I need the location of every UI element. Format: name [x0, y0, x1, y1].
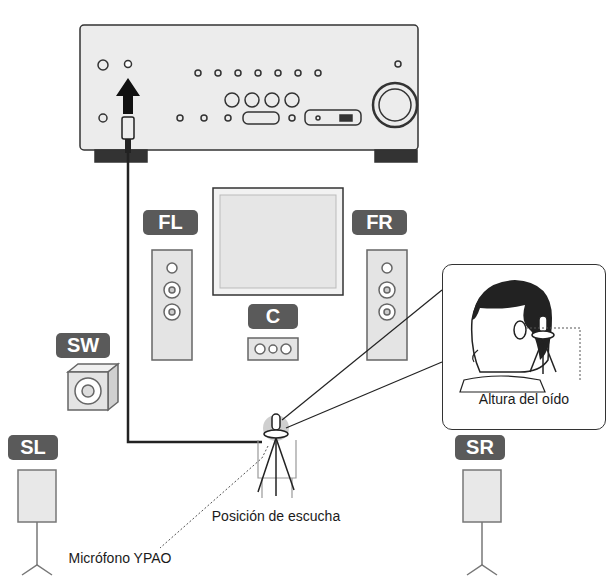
speaker-tag: SL: [8, 435, 58, 460]
surround-right-speaker: [463, 470, 501, 575]
speaker-tag: FR: [352, 210, 407, 235]
front-right-speaker: [367, 250, 407, 360]
speaker-label: C: [266, 305, 280, 328]
speaker-tag: SW: [56, 333, 110, 358]
mic-leader: [160, 446, 268, 548]
speaker-label: SR: [466, 436, 494, 459]
tv-screen: [213, 188, 343, 295]
callout-text: Altura del oído: [443, 391, 605, 407]
mic-plug: [122, 117, 134, 139]
mic-plug: [125, 139, 131, 153]
listener-head: [444, 266, 604, 428]
speaker-label: SL: [20, 436, 46, 459]
speaker-label: FR: [366, 211, 393, 234]
speaker-label: SW: [67, 334, 99, 357]
callout-leader: [282, 290, 442, 428]
center-speaker: [248, 338, 298, 360]
ear-height-leader: [526, 328, 580, 380]
listening-chair: [258, 440, 296, 498]
receiver-foot: [95, 150, 147, 162]
front-left-speaker: [152, 250, 192, 360]
mic-highlight: [263, 415, 289, 441]
button-row: [195, 61, 401, 76]
receiver-foot: [375, 150, 417, 162]
speaker-tag: FL: [143, 210, 198, 235]
callout-microphone: [530, 316, 556, 374]
microphone-label: Micrófono YPAO: [67, 550, 174, 566]
av-receiver: [80, 25, 418, 150]
speaker-tag: SR: [455, 435, 505, 460]
tv-screen: [220, 195, 336, 288]
insert-arrow: [116, 78, 140, 114]
ear-height-callout: Altura del oído: [442, 264, 606, 430]
position-label: Posición de escucha: [210, 508, 342, 524]
subwoofer: [68, 364, 118, 410]
speaker-tag: C: [248, 304, 298, 329]
surround-left-speaker: [18, 470, 56, 575]
speaker-label: FL: [158, 211, 182, 234]
